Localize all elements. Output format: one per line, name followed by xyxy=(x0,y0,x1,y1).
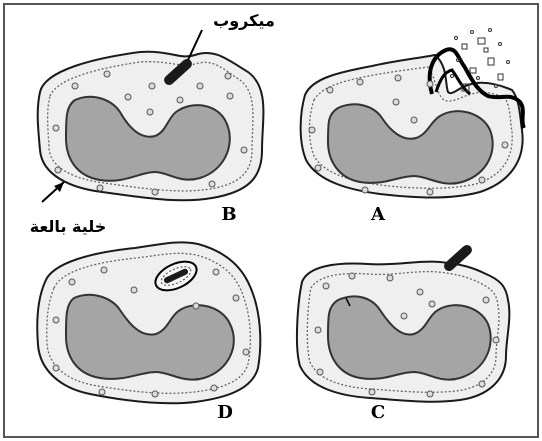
granule xyxy=(309,127,315,133)
granule xyxy=(369,389,375,395)
granule xyxy=(131,287,137,293)
granule xyxy=(233,295,239,301)
granule xyxy=(401,313,407,319)
granule xyxy=(427,189,433,195)
granule xyxy=(177,97,183,103)
granule xyxy=(53,317,59,323)
granule xyxy=(315,327,321,333)
granule xyxy=(72,83,78,89)
granule xyxy=(362,187,368,193)
granule xyxy=(357,79,363,85)
microbe-label: ميكروب xyxy=(213,11,275,30)
granule xyxy=(147,109,153,115)
granule xyxy=(427,391,433,397)
granule xyxy=(99,389,105,395)
granule xyxy=(483,297,489,303)
granule xyxy=(69,279,75,285)
granule xyxy=(395,75,401,81)
granule xyxy=(323,283,329,289)
granule xyxy=(211,385,217,391)
granule xyxy=(97,185,103,191)
panel-label-b: B xyxy=(221,204,236,225)
granule xyxy=(429,301,435,307)
granule xyxy=(243,349,249,355)
granule xyxy=(149,83,155,89)
granule xyxy=(225,73,231,79)
panel-label-c: C xyxy=(371,402,385,423)
granule xyxy=(101,267,107,273)
granule xyxy=(104,71,110,77)
granule xyxy=(213,269,219,275)
granule xyxy=(349,273,355,279)
granule xyxy=(193,303,199,309)
granule xyxy=(427,81,433,87)
granule xyxy=(393,99,399,105)
granule xyxy=(327,87,333,93)
granule xyxy=(152,391,158,397)
granule xyxy=(317,369,323,375)
granule xyxy=(152,189,158,195)
granule xyxy=(55,167,61,173)
panel-label-d: D xyxy=(217,402,233,423)
granule xyxy=(197,83,203,89)
granule xyxy=(53,365,59,371)
granule xyxy=(209,181,215,187)
granule xyxy=(479,177,485,183)
granule xyxy=(53,125,59,131)
granule xyxy=(227,93,233,99)
granule xyxy=(479,381,485,387)
granule xyxy=(417,289,423,295)
granule xyxy=(387,275,393,281)
granule xyxy=(241,147,247,153)
granule xyxy=(411,117,417,123)
granule xyxy=(125,94,131,100)
phagocyte-label: خلية بالعة xyxy=(30,217,107,236)
granule xyxy=(315,165,321,171)
granule xyxy=(493,337,499,343)
granule xyxy=(502,142,508,148)
panel-label-a: A xyxy=(370,204,386,225)
